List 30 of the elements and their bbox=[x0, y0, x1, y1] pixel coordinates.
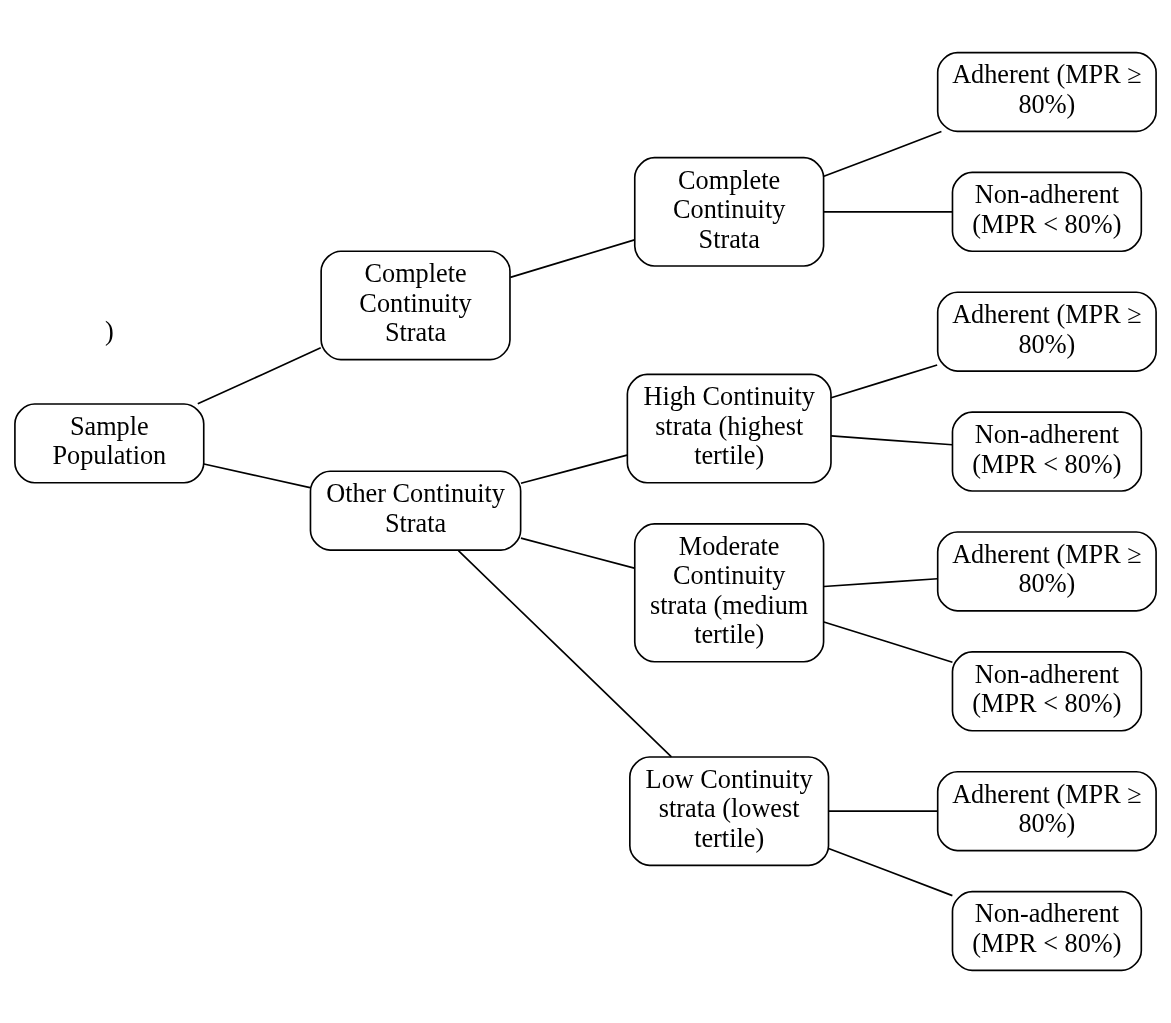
node-box: Other Continuity Strata bbox=[309, 470, 522, 551]
node-box: Adherent (MPR ≥ 80%) bbox=[936, 770, 1157, 852]
node-box: Adherent (MPR ≥ 80%) bbox=[936, 291, 1157, 372]
connector bbox=[823, 621, 954, 664]
connector bbox=[196, 347, 322, 405]
node-box: Complete Continuity Strata bbox=[320, 250, 511, 361]
connector bbox=[827, 810, 939, 812]
node-box: Adherent (MPR ≥ 80%) bbox=[936, 51, 1157, 133]
connector bbox=[823, 130, 943, 178]
node-box: Low Continuity strata (lowest tertile) bbox=[629, 756, 830, 867]
connector bbox=[827, 847, 954, 897]
connector bbox=[457, 549, 673, 758]
connector bbox=[509, 239, 636, 279]
node-box: Non-adherent (MPR < 80%) bbox=[951, 890, 1143, 972]
node-box: High Continuity strata (highest tertile) bbox=[626, 373, 832, 484]
connector bbox=[203, 463, 311, 489]
connector bbox=[823, 211, 954, 213]
node-box: Non-adherent (MPR < 80%) bbox=[951, 651, 1143, 732]
label: ) bbox=[104, 316, 114, 346]
node-box: Non-adherent (MPR < 80%) bbox=[951, 171, 1143, 253]
connector bbox=[830, 435, 954, 446]
connector bbox=[823, 577, 939, 588]
node-box: Adherent (MPR ≥ 80%) bbox=[936, 531, 1157, 612]
node-box: Non-adherent (MPR < 80%) bbox=[951, 411, 1143, 492]
node-box: Sample Population bbox=[14, 403, 205, 484]
connector bbox=[520, 537, 636, 569]
connector bbox=[520, 454, 628, 485]
node-box: Moderate Continuity strata (medium tertile) bbox=[633, 523, 825, 663]
node-box: Complete Continuity Strata bbox=[633, 156, 825, 267]
connector bbox=[830, 364, 938, 399]
